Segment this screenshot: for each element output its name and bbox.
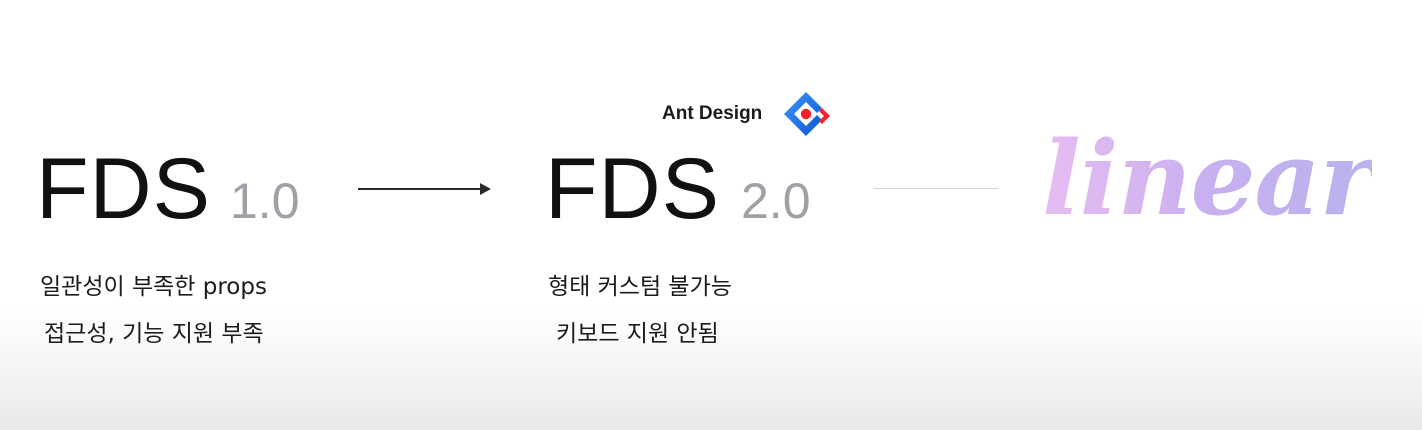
stage1-desc-line-2: 접근성, 기능 지원 부족 [44, 321, 264, 347]
fds-title-1: FDS [36, 141, 211, 237]
ant-design-logo-icon [784, 92, 830, 136]
linear-logo: linear [1042, 119, 1373, 239]
fds-version-1: 1.0 [230, 173, 300, 229]
faint-divider-line [874, 188, 998, 189]
fds-title-2: FDS [545, 141, 720, 237]
ant-design-logo: Ant Design [660, 90, 840, 140]
stage1-desc-line-1: 일관성이 부족한 props [40, 274, 267, 300]
stage2-desc-line-1: 형태 커스텀 불가능 [548, 274, 732, 300]
arrow-right-icon [358, 182, 492, 196]
fds-version-2: 2.0 [741, 173, 811, 229]
stage2-desc-line-2: 키보드 지원 안됨 [556, 321, 719, 347]
ant-design-label: Ant Design [662, 103, 763, 124]
